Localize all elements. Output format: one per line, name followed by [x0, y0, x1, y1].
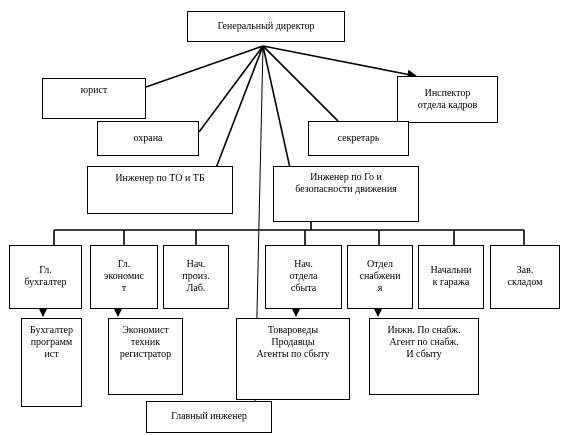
line-ceo-security: [198, 45, 264, 133]
line-ceo-secretary: [262, 45, 339, 122]
chief-accountant-box: Гл. бухгалтер: [9, 245, 82, 309]
ceo-box: Генеральный директор: [187, 11, 345, 42]
supply-staff-label: Инжн. По снабж. Агент по снабж. И сбыту: [387, 325, 461, 360]
lab-head-box: Нач. произ. Лаб.: [163, 245, 229, 309]
line-ceo-hr: [262, 45, 417, 80]
sales-staff-box: Товароведы Продавцы Агенты по сбыту: [236, 318, 350, 400]
sales-head-box: Нач. отдела сбыта: [265, 245, 342, 309]
accountant-programmer-label: Бухгалтер программ ист: [30, 325, 73, 360]
traffic-engineer-label: Инженер по Го и безопасности движения: [295, 172, 397, 195]
traffic-engineer-box: Инженер по Го и безопасности движения: [273, 166, 419, 222]
economist-technician-box: Экономист техник регистратор: [108, 318, 183, 395]
security-box: охрана: [97, 121, 199, 156]
chief-economist-label: Гл. экономис т: [104, 259, 144, 294]
lab-head-label: Нач. произ. Лаб.: [182, 259, 210, 294]
ceo-label: Генеральный директор: [217, 20, 315, 32]
line-ceo-traffic-engineer: [262, 45, 291, 169]
secretary-label: секретарь: [337, 132, 380, 144]
economist-technician-label: Экономист техник регистратор: [119, 325, 172, 360]
hr-inspector-label: Инспектор отдела кадров: [417, 87, 478, 111]
safety-engineer-label: Инженер по ТО и ТБ: [115, 173, 205, 184]
accountant-programmer-box: Бухгалтер программ ист: [21, 318, 82, 407]
hr-inspector-box: Инспектор отдела кадров: [397, 76, 498, 123]
supply-dept-label: Отдел снабжени я: [359, 259, 401, 294]
line-ceo-lawyer: [145, 45, 264, 88]
lawyer-label: юрист: [80, 85, 108, 96]
security-label: охрана: [133, 132, 163, 144]
chief-engineer-box: Главный инженер: [146, 401, 272, 433]
garage-head-label: Начальни к гаража: [430, 265, 472, 288]
chief-engineer-label: Главный инженер: [171, 411, 247, 422]
line-ceo-safety-engineer: [215, 45, 264, 169]
secretary-box: секретарь: [308, 121, 409, 156]
warehouse-head-box: Зав. складом: [490, 245, 560, 309]
garage-head-box: Начальни к гаража: [418, 245, 484, 309]
supply-dept-box: Отдел снабжени я: [347, 245, 413, 309]
lawyer-box: юрист: [42, 78, 146, 119]
supply-staff-box: Инжн. По снабж. Агент по снабж. И сбыту: [369, 318, 479, 395]
sales-staff-label: Товароведы Продавцы Агенты по сбыту: [256, 325, 330, 360]
chief-economist-box: Гл. экономис т: [90, 245, 158, 309]
warehouse-head-label: Зав. складом: [507, 265, 543, 288]
safety-engineer-box: Инженер по ТО и ТБ: [87, 166, 233, 214]
chief-accountant-label: Гл. бухгалтер: [24, 265, 67, 288]
sales-head-label: Нач. отдела сбыта: [289, 259, 318, 294]
